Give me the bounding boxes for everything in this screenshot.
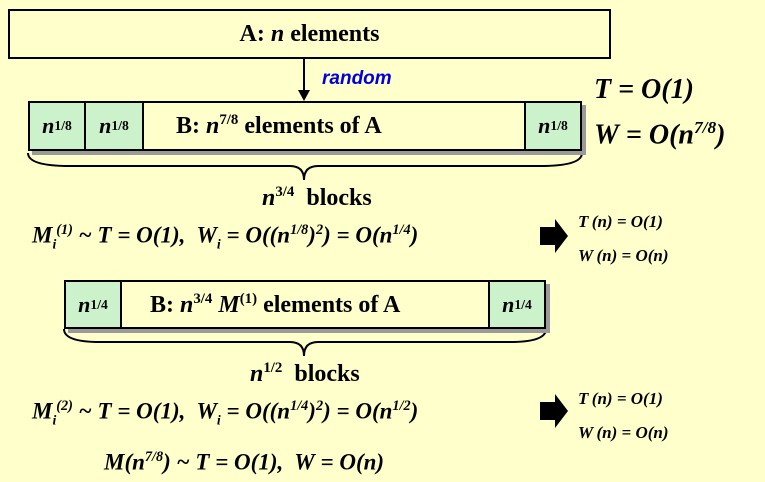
level2-result-t: T (n) = O(1)	[578, 389, 663, 408]
right-arrow-icon	[540, 219, 568, 253]
box-a-label: A: n elements	[239, 20, 380, 47]
final-formula: M(n7/8) ~ T = O(1), W = O(n)	[104, 449, 385, 475]
box-a: A: n elements	[8, 9, 611, 59]
level1-formula: Mi(1) ~ T = O(1), Wi = O((n1/8)2) = O(n1…	[32, 222, 419, 252]
level2-formula: Mi(2) ~ T = O(1), Wi = O((n1/4)2) = O(n1…	[32, 398, 419, 428]
level1-result-w: W (n) = O(n)	[578, 246, 669, 265]
top-w-complexity: W = O(n7/8)	[594, 118, 726, 151]
level2-blocks-label: n1/2 blocks	[250, 360, 360, 387]
level1-result-t: T (n) = O(1)	[578, 212, 663, 231]
top-t-complexity: T = O(1)	[594, 74, 694, 105]
brace-icon	[63, 328, 547, 357]
level1-blocks-label: n3/4 blocks	[262, 184, 372, 211]
down-arrow-icon	[298, 59, 310, 101]
level1-main-label: B: n7/8 elements of A	[176, 112, 382, 139]
arrow-label-random: random	[322, 68, 392, 89]
right-arrow-icon	[540, 394, 568, 428]
level2-result-w: W (n) = O(n)	[578, 423, 669, 442]
brace-icon	[27, 152, 583, 181]
level2-main-label: B: n3/4 M(1) elements of A	[150, 290, 401, 318]
